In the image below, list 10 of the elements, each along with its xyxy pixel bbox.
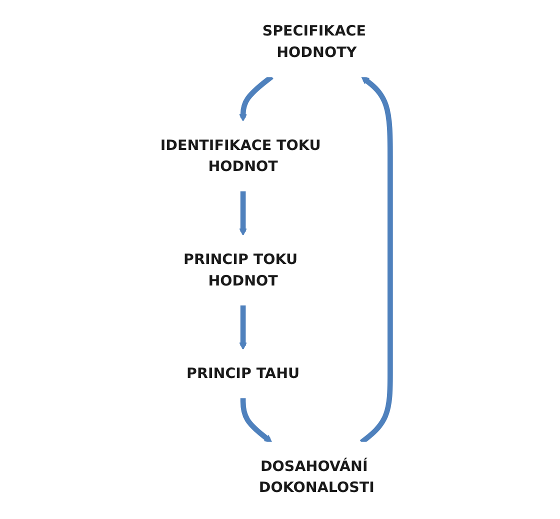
node-text: PRINCIP TOKU HODNOT: [184, 250, 298, 289]
node-text: IDENTIFIKACE TOKU HODNOT: [160, 136, 321, 175]
arrow: [239, 190, 248, 236]
node-text: PRINCIP TAHU: [186, 364, 300, 382]
arrow: [239, 304, 248, 350]
arrow: [239, 74, 274, 122]
arrow: [360, 76, 394, 444]
arrow: [240, 398, 272, 443]
node-text: SPECIFIKACE HODNOTY: [262, 22, 366, 61]
node-text: DOSAHOVÁNÍ DOKONALOSTI: [259, 457, 375, 496]
